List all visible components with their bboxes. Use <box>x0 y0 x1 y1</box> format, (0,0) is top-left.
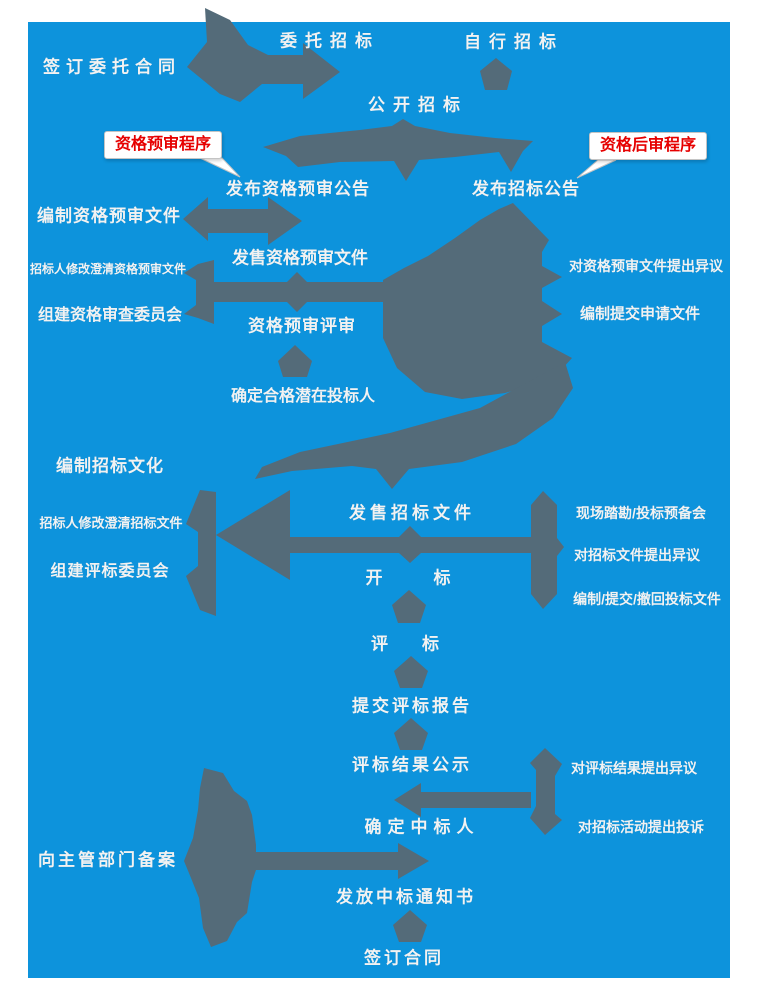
callout-post-qualification-procedure: 资格后审程序 <box>588 132 708 160</box>
node-submit-evaluation-report: 提交评标报告 <box>352 696 472 716</box>
node-form-bid-evaluation-committee: 组建评标委员会 <box>50 563 170 580</box>
swath-to-sell-bidding-docs <box>255 362 573 489</box>
arrow-open-bidding-branch <box>263 119 533 181</box>
node-self-bidding: 自行招标 <box>464 32 564 52</box>
callout-right-tail <box>576 159 617 179</box>
node-sell-bidding-documents: 发售招标文件 <box>349 503 475 523</box>
node-file-with-competent-authority: 向主管部门备案 <box>38 850 178 870</box>
shaft-publicity <box>418 792 531 808</box>
node-sign-contract: 签订合同 <box>364 948 444 968</box>
callout-prequalification-procedure: 资格预审程序 <box>103 131 223 159</box>
bar-left-tender <box>186 490 216 616</box>
node-complaint-about-bidding-activity: 对招标活动提出投诉 <box>578 819 704 835</box>
node-open-bidding: 公开招标 <box>368 95 468 115</box>
arrow-delegated-to-contract <box>187 8 340 102</box>
node-bid-evaluation: 评 标 <box>371 634 439 654</box>
arrowhead-publicity-left <box>394 783 421 817</box>
node-prepare-prequalification-documents: 编制资格预审文件 <box>37 206 181 226</box>
node-site-survey-pre-bid-meeting: 现场踏勘/投标预备会 <box>576 505 706 521</box>
node-objection-to-prequalification-documents: 对资格预审文件提出异议 <box>569 258 723 274</box>
connector-notice-to-contract <box>393 910 427 942</box>
node-form-qualification-review-committee: 组建资格审查委员会 <box>37 307 183 324</box>
blob-central-main <box>383 203 572 399</box>
node-determine-winning-bidder: 确定中标人 <box>364 817 480 837</box>
node-sign-delegation-contract: 签订委托合同 <box>43 57 181 77</box>
arrow-self-to-open <box>480 58 512 90</box>
node-evaluation-result-publicity: 评标结果公示 <box>352 755 472 775</box>
node-prepare-submit-withdraw-bid-documents: 编制/提交/撤回投标文件 <box>573 591 721 607</box>
node-objection-to-evaluation-result: 对评标结果提出异议 <box>571 760 697 776</box>
arrow-prepare-prequal-docs <box>183 197 302 245</box>
node-publish-bidding-announcement: 发布招标公告 <box>472 179 580 199</box>
shaft-tender <box>288 526 531 563</box>
connector-open-to-evaluation <box>392 590 426 623</box>
node-issue-award-notice: 发放中标通知书 <box>336 887 476 907</box>
node-prequalification-review: 资格预审评审 <box>248 316 356 336</box>
connector-prequal-review-down <box>278 345 312 377</box>
node-bidder-modify-clarify-bidding-documents: 招标人修改澄清招标文件 <box>39 515 183 531</box>
bar-right-tender <box>531 491 564 609</box>
node-determine-qualified-potential-bidders: 确定合格潜在投标人 <box>230 388 376 405</box>
connector-evaluation-to-report <box>394 656 428 688</box>
big-arrow-file-authority <box>184 768 429 947</box>
callout-left-tail <box>199 157 241 178</box>
node-prepare-bidding-documents: 编制招标文化 <box>56 456 164 476</box>
bar-right-publicity <box>530 748 562 835</box>
node-prepare-submit-application-documents: 编制提交申请文件 <box>579 305 701 323</box>
node-sell-prequalification-documents: 发售资格预审文件 <box>232 248 368 268</box>
node-publish-prequalification-announcement: 发布资格预审公告 <box>226 179 370 199</box>
flowchart-blue-canvas <box>28 22 730 978</box>
bar-left-prequalification <box>184 260 214 324</box>
node-bid-opening: 开 标 <box>365 568 451 588</box>
arrowhead-tender-junction <box>216 490 290 580</box>
connector-report-to-publicity <box>394 718 428 750</box>
shaft-prequalification <box>214 272 384 312</box>
node-delegated-bidding: 委托招标 <box>280 31 380 51</box>
node-objection-to-bidding-documents: 对招标文件提出异议 <box>574 547 700 563</box>
node-bidder-modify-clarify-prequalification-documents: 招标人修改澄清资格预审文件 <box>29 262 187 276</box>
